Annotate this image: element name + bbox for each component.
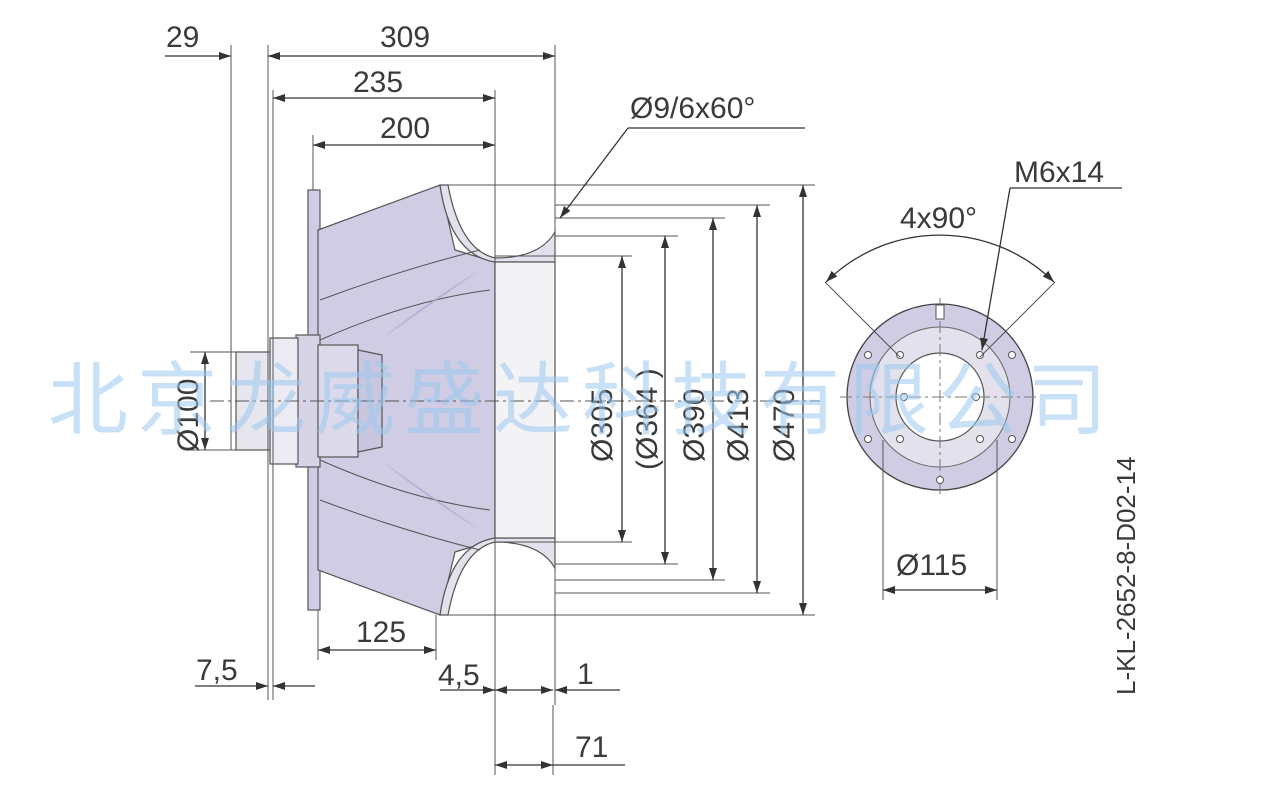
dim-125: 125	[356, 616, 406, 649]
dim-71: 71	[575, 731, 608, 764]
dim-holes: Ø9/6x60°	[630, 92, 755, 125]
blade-line	[319, 289, 491, 341]
bolt-hole	[1008, 351, 1016, 359]
dim-d100: Ø100	[172, 379, 205, 452]
blade-shade	[380, 460, 480, 530]
flange-front-view	[824, 281, 1056, 498]
dim-200: 200	[380, 112, 430, 145]
inlet-ring	[494, 261, 556, 539]
thread-hole	[900, 393, 908, 401]
dim-4-5: 4,5	[438, 659, 480, 692]
dim-d390: Ø390	[678, 389, 711, 462]
angle-arc	[825, 234, 1055, 283]
thread-hole	[976, 435, 984, 443]
lower-shroud	[439, 537, 556, 616]
blade-line	[319, 249, 481, 301]
dim-235: 235	[353, 66, 403, 99]
dim-7-5: 7,5	[196, 654, 238, 687]
impeller-side-view	[210, 184, 820, 616]
thread-hole	[896, 351, 904, 359]
dim-angle: 4x90°	[900, 202, 977, 235]
company-watermark: 北京龙威盛达科技有限公司	[48, 354, 1116, 447]
thread-hole	[976, 351, 984, 359]
upper-shroud	[439, 184, 556, 263]
thread-hole	[972, 393, 980, 401]
bolt-hole	[864, 435, 872, 443]
dim-d470: Ø470	[768, 389, 801, 462]
dim-d413: Ø413	[722, 389, 755, 462]
bolt-hole	[936, 476, 944, 484]
flange-dimension	[882, 440, 998, 600]
horizontal-dimensions	[165, 52, 625, 769]
dim-1: 1	[577, 658, 594, 691]
dim-29: 29	[166, 21, 199, 54]
dim-115: Ø115	[896, 549, 967, 582]
bolt-hole	[864, 351, 872, 359]
dim-309: 309	[380, 21, 430, 54]
dim-d305: Ø305	[586, 389, 619, 462]
blade-shade	[380, 270, 480, 340]
dim-d364: (Ø364 )	[631, 368, 664, 470]
drawing-code: L-KL-2652-8-D02-14	[1111, 457, 1141, 695]
dim-thread: M6x14	[1014, 156, 1104, 189]
thread-hole	[896, 435, 904, 443]
holes-leader	[559, 127, 805, 219]
thread-leader	[980, 187, 1122, 351]
vertical-dimensions	[201, 185, 807, 615]
blade-line	[319, 499, 481, 551]
bolt-hole	[1008, 435, 1016, 443]
blade-line	[319, 459, 491, 511]
